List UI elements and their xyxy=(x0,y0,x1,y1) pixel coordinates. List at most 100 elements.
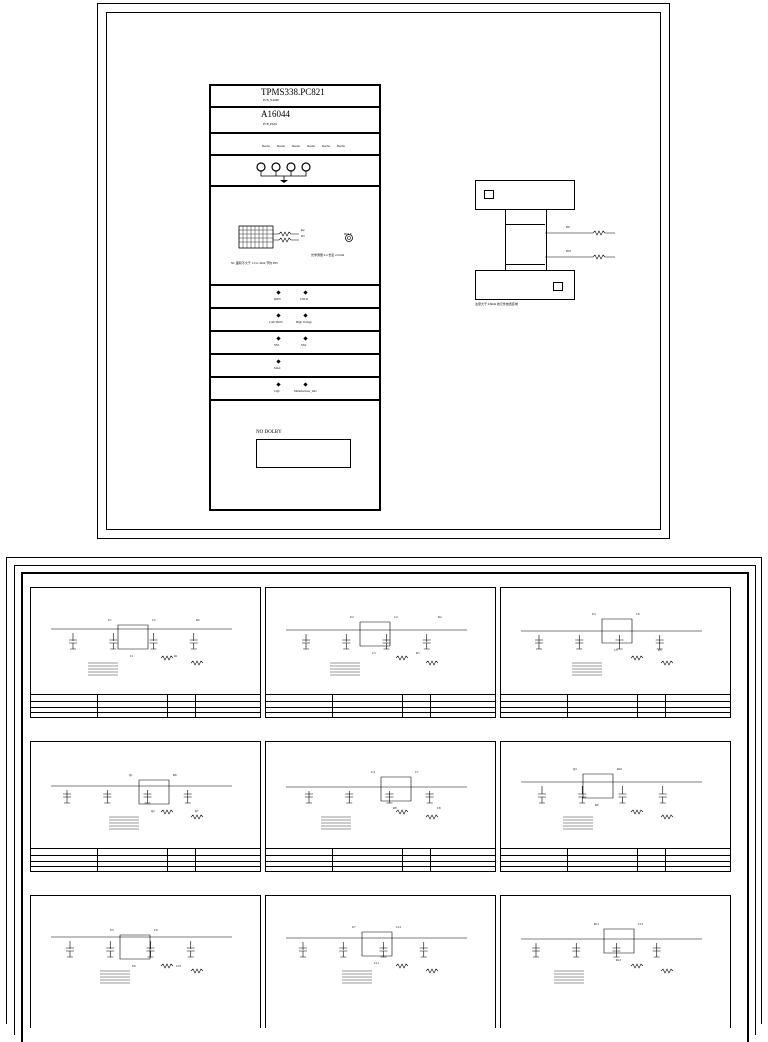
panel-title-block xyxy=(266,848,495,871)
model-sub-label: PCB_NAME xyxy=(263,98,280,102)
component-label: R5 xyxy=(658,648,662,652)
component-label: C2 xyxy=(152,618,156,622)
sn2-label: SN2 xyxy=(301,343,307,347)
panel-circuit-drawing xyxy=(286,776,467,830)
label-block: TPMS338.PC821 PCB_NAME A16044 PCB_PASS D… xyxy=(209,84,381,511)
bottom-schematic-sheet xyxy=(6,557,762,1042)
mounting-holes-symbol xyxy=(256,162,311,183)
panel-circuit-drawing xyxy=(286,621,467,676)
component-label: U2 xyxy=(350,615,354,619)
panel-circuit-drawing xyxy=(521,618,702,676)
row3-label-6: Deebu xyxy=(337,144,345,148)
logo-marker-1 xyxy=(276,290,281,295)
component-label: U3 xyxy=(592,612,596,616)
component-label: U4 xyxy=(371,770,375,774)
component-label: R12 xyxy=(616,958,622,962)
right-component-block: 注意大于 0.8mm 的元件放置区域 xyxy=(475,180,575,306)
row3-label-4: Deebu xyxy=(307,144,315,148)
component-label: U7 xyxy=(352,925,356,929)
component-label: C13 xyxy=(638,922,644,926)
no-dolby-label: NO DOLBY xyxy=(256,430,282,435)
caution-label: CAUTION xyxy=(269,320,283,324)
row3-label-3: Deebu xyxy=(292,144,300,148)
panel-title-block xyxy=(266,694,495,717)
component-label: R4 xyxy=(438,615,442,619)
panel-title-block xyxy=(31,848,260,871)
cqc-marker-1 xyxy=(276,382,281,387)
component-label: C11 xyxy=(374,961,379,965)
component-label: R3 xyxy=(416,651,420,655)
manufacturer-label: Manufacturer_Info xyxy=(294,389,317,393)
component-label: R11 xyxy=(594,922,599,926)
component-label: Q3 xyxy=(573,767,577,771)
row3-label-2: Deebu xyxy=(277,144,285,148)
mac-label: MAC xyxy=(274,366,281,370)
component-label: R6 xyxy=(173,773,177,777)
part-label: A16044 xyxy=(261,109,290,119)
panel-title-block xyxy=(501,848,730,871)
bottom-sheet-frame-1 xyxy=(14,565,756,1035)
component-label: R10 xyxy=(617,767,623,771)
component-label: C10 xyxy=(176,964,182,968)
panel-title-block xyxy=(501,694,730,717)
component-label: Q2 xyxy=(151,809,155,813)
sn1-label: SN1 xyxy=(274,343,280,347)
bottom-sheet-frame-2 xyxy=(21,572,749,1042)
high-voltage-label: High Voltage xyxy=(296,320,312,324)
component-label: U6 xyxy=(132,964,136,968)
component-label: Q1 xyxy=(129,773,133,777)
component-label: C12 xyxy=(396,925,402,929)
panel-circuit-drawing xyxy=(521,928,702,984)
panel-circuit-drawing xyxy=(51,779,232,830)
mark-label-r2: R2 xyxy=(301,228,305,232)
component-label: C8 xyxy=(437,806,441,810)
no-dolby-box xyxy=(256,439,351,468)
hole-note: 光学测量 0.4 长宽 2.0 mm xyxy=(311,253,345,257)
component-label: C1 xyxy=(130,654,134,658)
logo-marker-2 xyxy=(303,290,308,295)
top-sheet-inner-frame xyxy=(106,12,661,530)
right-resistors xyxy=(545,230,615,260)
component-label: C9 xyxy=(154,928,158,932)
panel-title-block xyxy=(31,694,260,717)
component-label: C3 xyxy=(372,651,376,655)
caution-marker-1 xyxy=(276,313,281,318)
component-label: R8 xyxy=(393,806,397,810)
panel-circuit-drawing xyxy=(521,773,702,830)
component-label: R1 xyxy=(174,654,178,658)
logo-label-cold: COLD xyxy=(300,297,309,301)
logo-label-row: ROW xyxy=(274,297,281,301)
mac-marker xyxy=(276,359,281,364)
component-label: C5 xyxy=(614,648,618,652)
part-sub-label: PCB_PASS xyxy=(263,122,278,126)
cqc-marker-2 xyxy=(303,382,308,387)
component-label: C6 xyxy=(636,612,640,616)
model-label: TPMS338.PC821 xyxy=(261,87,325,97)
sn-marker-2 xyxy=(303,336,308,341)
top-schematic-sheet: TPMS338.PC821 PCB_NAME A16044 PCB_PASS D… xyxy=(97,3,670,539)
right-label-r9: R9 xyxy=(566,225,570,229)
connector-note: NC 面积不大于 1.1x1.3mm 节约 PIN xyxy=(231,261,278,265)
connector-grid-symbol xyxy=(238,225,353,249)
right-block-note: 注意大于 0.8mm 的元件放置区域 xyxy=(475,302,518,306)
component-label: C7 xyxy=(415,770,419,774)
panel-circuit-drawing xyxy=(51,934,232,984)
component-label: R7 xyxy=(195,809,199,813)
component-label: U5 xyxy=(110,928,114,932)
row3-label-1: Deebu xyxy=(262,144,270,148)
cqc-label: CQC xyxy=(274,389,281,393)
hole-label: HOLE xyxy=(344,232,352,236)
panel-circuit-drawing xyxy=(51,624,232,676)
component-label: R2 xyxy=(196,618,200,622)
right-label-r10: R10 xyxy=(566,249,572,253)
component-label: C4 xyxy=(394,615,398,619)
